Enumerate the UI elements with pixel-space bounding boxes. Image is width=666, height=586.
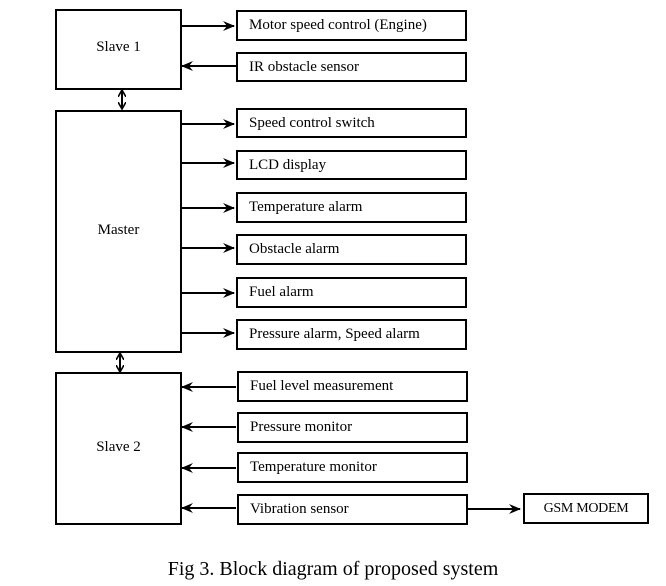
master-label: Master [97, 222, 140, 238]
item-label: Speed control switch [249, 114, 375, 131]
slave2-item-pressure-monitor: Pressure monitor [237, 412, 468, 443]
slave1-label: Slave 1 [96, 39, 141, 55]
item-label: Temperature alarm [249, 199, 363, 215]
item-label: Fuel level measurement [250, 378, 394, 394]
master-item-lcd-display: LCD display [236, 150, 467, 180]
item-label: LCD display [249, 156, 327, 173]
master-item-obstacle-alarm: Obstacle alarm [236, 234, 467, 265]
item-label: IR obstacle sensor [249, 58, 359, 75]
item-label: Obstacle alarm [249, 241, 340, 257]
slave1-item-ir-obstacle-sensor: IR obstacle sensor [236, 52, 467, 82]
figure-caption: Fig 3. Block diagram of proposed system [167, 558, 499, 580]
slave2-label: Slave 2 [96, 439, 141, 455]
item-label: Fuel alarm [249, 284, 314, 300]
slave2-item-fuel-level-measurement: Fuel level measurement [237, 371, 468, 402]
master-item-fuel-alarm: Fuel alarm [236, 277, 467, 308]
master-item-speed-control-switch: Speed control switch [236, 108, 467, 138]
item-label: Pressure alarm, Speed alarm [249, 326, 420, 342]
slave2-block: Slave 2 [55, 372, 182, 525]
slave1-item-motor-speed-control: Motor speed control (Engine) [236, 10, 467, 41]
item-label: Temperature monitor [250, 459, 377, 475]
gsm-modem-label: GSM MODEM [543, 500, 629, 516]
master-item-pressure-speed-alarm: Pressure alarm, Speed alarm [236, 319, 467, 350]
slave2-item-vibration-sensor: Vibration sensor [237, 494, 468, 525]
slave1-block: Slave 1 [55, 9, 182, 90]
slave2-item-temperature-monitor: Temperature monitor [237, 452, 468, 483]
master-item-temperature-alarm: Temperature alarm [236, 192, 467, 223]
gsm-modem-block: GSM MODEM [523, 493, 649, 524]
item-label: Vibration sensor [250, 501, 349, 517]
item-label: Motor speed control (Engine) [249, 17, 427, 33]
item-label: Pressure monitor [250, 419, 353, 435]
master-block: Master [55, 110, 182, 353]
